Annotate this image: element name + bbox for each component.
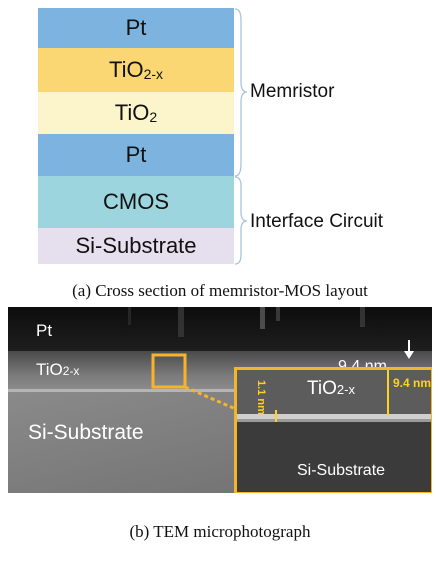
inset-interface-label: 1.1 nm <box>255 380 267 415</box>
layer-label: Pt <box>125 142 147 167</box>
tem-tio-label: TiO2-x <box>36 360 79 380</box>
layer-si-substrate: Si-Substrate <box>38 228 234 264</box>
tem-inset: TiO2-x 9.4 nm 1.1 nm Si-Substrate <box>234 367 432 493</box>
inset-thickness-label: 9.4 nm <box>393 376 432 390</box>
interface-brace <box>234 176 248 265</box>
layer-label: CMOS <box>103 189 169 214</box>
layer-pt-bottom: Pt <box>38 134 234 176</box>
memristor-brace <box>234 8 248 177</box>
tem-tio-text: TiO <box>36 360 63 379</box>
layer-label: TiO <box>114 100 150 125</box>
inset-tio-text: TiO <box>307 378 337 399</box>
inset-thickness-marker <box>387 370 389 416</box>
tem-tio-subscript: 2-x <box>62 364 80 378</box>
layer-pt-top: Pt <box>38 8 234 48</box>
tem-substrate-label: Si-Substrate <box>28 421 144 444</box>
layer-label: TiO <box>108 57 144 82</box>
inset-tio-subscript: 2-x <box>336 382 355 397</box>
caption-b: (b) TEM microphotograph <box>129 522 311 541</box>
inset-tio-label: TiO2-x <box>307 378 355 400</box>
tem-microphotograph: Pt TiO2-x 9.4 nm Si-Substrate TiO2-x 9.4… <box>8 307 432 493</box>
layer-cmos: CMOS <box>38 176 234 228</box>
inset-substrate-label: Si-Substrate <box>297 462 386 479</box>
caption-a: (a) Cross section of memristor-MOS layou… <box>72 281 368 300</box>
layer-subscript: 2-x <box>143 66 164 82</box>
tem-pt-label: Pt <box>36 321 53 340</box>
layer-subscript: 2 <box>149 109 158 125</box>
layer-label: Pt <box>125 15 147 40</box>
inset-background <box>237 370 431 492</box>
memristor-label: Memristor <box>250 81 335 102</box>
down-arrow-icon <box>404 340 414 359</box>
layer-label: Si-Substrate <box>75 233 197 258</box>
interface-circuit-label: Interface Circuit <box>250 211 384 232</box>
inset-interface-marker <box>275 410 277 422</box>
